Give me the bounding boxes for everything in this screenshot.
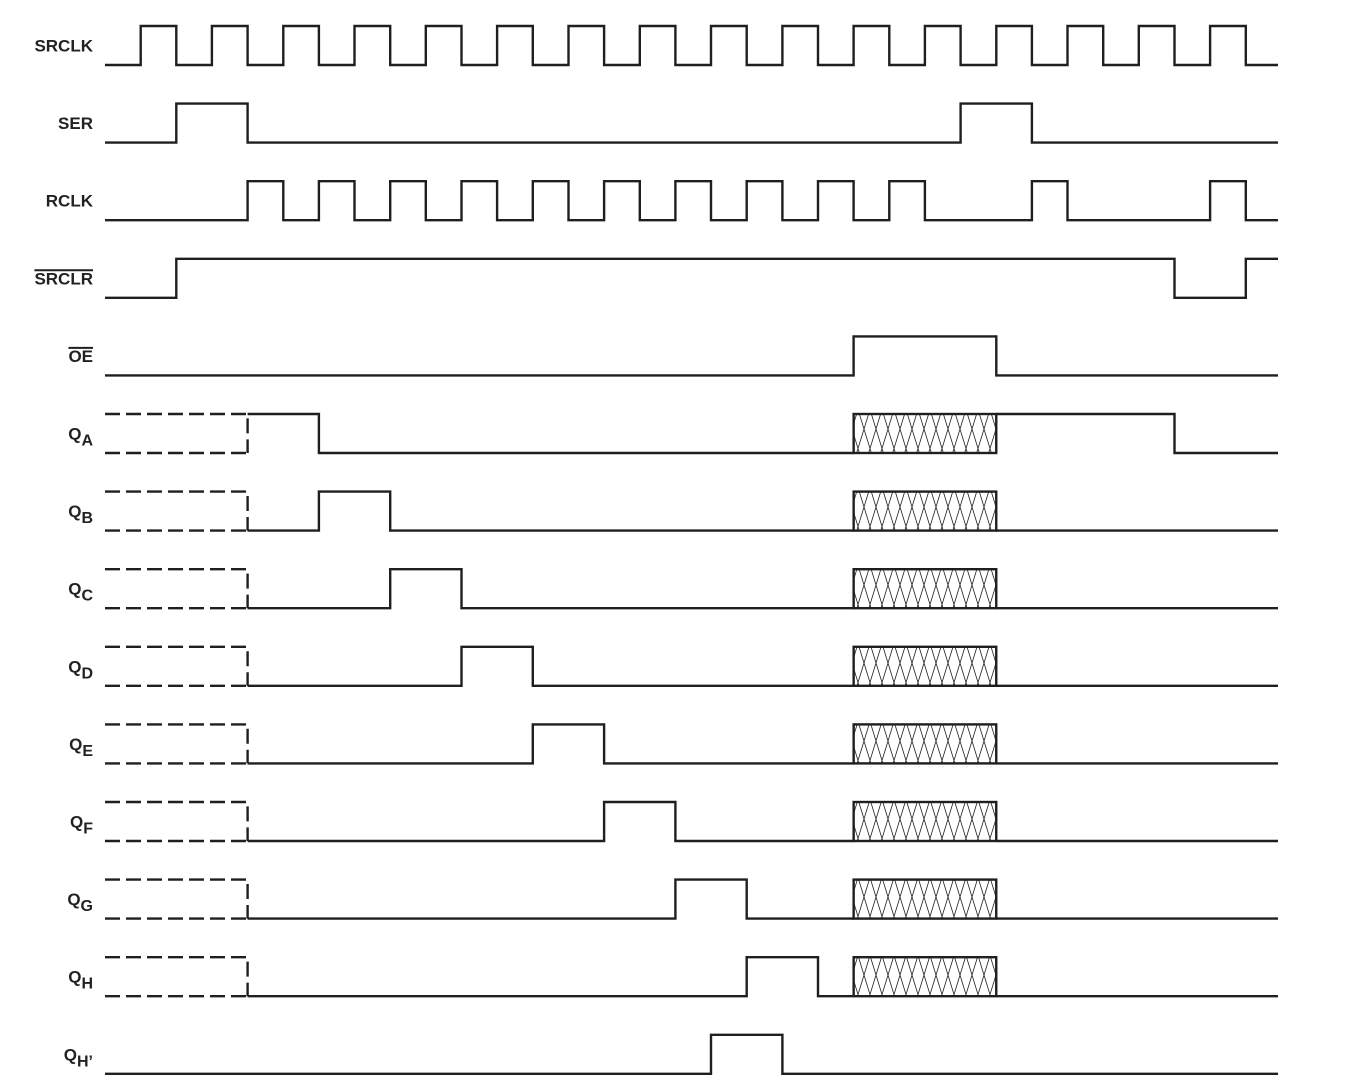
oe-label: OE: [68, 347, 93, 366]
rclk-waveform: [105, 179, 1278, 222]
qh-trace: [247, 956, 854, 998]
qc-unknown-state: [105, 568, 249, 610]
qf-high-impedance-block: [852, 800, 998, 843]
qh-unknown-state: [105, 956, 249, 998]
qb-trace: [247, 490, 854, 532]
qf-waveform: [105, 800, 1278, 843]
qh-label-subscript: H: [81, 976, 93, 993]
qb-high-impedance-block: [852, 490, 998, 532]
qa-trace: [247, 412, 854, 455]
qg-high-impedance-block: [852, 878, 998, 920]
qg-trace: [247, 878, 854, 920]
qe-unknown-state: [105, 723, 249, 765]
qhp-label-subscript: H’: [77, 1053, 93, 1070]
qhp-waveform: [105, 1033, 1278, 1076]
qe-label-subscript: E: [82, 743, 93, 760]
qb-unknown-state: [105, 490, 249, 532]
srclr-waveform: [105, 257, 1278, 299]
ser-waveform: [105, 102, 1278, 144]
qf-trace: [247, 800, 854, 843]
qh-label: QH: [68, 968, 93, 993]
qg-waveform: [105, 878, 1278, 920]
oe-waveform: [105, 335, 1278, 377]
qe-high-impedance-block: [852, 723, 998, 765]
srclk-trace: [105, 24, 1278, 67]
qh-high-impedance-block: [852, 956, 998, 998]
qd-high-impedance-block: [852, 645, 998, 687]
qd-unknown-state: [105, 645, 249, 687]
qd-trace: [247, 645, 854, 687]
qg-unknown-state: [105, 878, 249, 920]
qa-waveform: [105, 412, 1278, 455]
rclk-trace: [105, 179, 1278, 222]
srclr-label: SRCLR: [34, 269, 93, 288]
qa-label-subscript: A: [81, 433, 93, 450]
qe-label: QE: [69, 735, 93, 760]
qa-high-impedance-block: [852, 412, 998, 455]
srclk-label: SRCLK: [34, 37, 93, 56]
qd-label-subscript: D: [81, 665, 93, 682]
qg-label: QG: [67, 890, 93, 915]
qb-label: QB: [68, 502, 93, 527]
qe-waveform: [105, 723, 1278, 765]
qg-label-subscript: G: [81, 898, 93, 915]
qf-unknown-state: [105, 800, 249, 843]
qf-label-subscript: F: [83, 821, 93, 838]
srclr-trace: [105, 257, 1278, 299]
qc-label: QC: [68, 580, 93, 605]
qb-waveform: [105, 490, 1278, 532]
qc-high-impedance-block: [852, 568, 998, 610]
qe-trace: [247, 723, 854, 765]
qa-trace: [996, 412, 1278, 455]
qhp-label: QH’: [64, 1045, 93, 1070]
qc-label-subscript: C: [81, 588, 93, 605]
ser-label: SER: [58, 114, 93, 133]
oe-trace: [105, 335, 1278, 377]
qc-waveform: [105, 568, 1278, 610]
qd-label: QD: [68, 657, 93, 682]
srclk-waveform: [105, 24, 1278, 67]
qa-label: QA: [68, 425, 93, 450]
ser-trace: [105, 102, 1278, 144]
qhp-trace: [105, 1033, 1278, 1076]
rclk-label: RCLK: [46, 192, 94, 211]
qh-waveform: [105, 956, 1278, 998]
qf-label: QF: [70, 813, 93, 838]
qd-waveform: [105, 645, 1278, 687]
qb-label-subscript: B: [81, 510, 93, 527]
qc-trace: [247, 568, 854, 610]
qa-unknown-state: [105, 412, 249, 455]
